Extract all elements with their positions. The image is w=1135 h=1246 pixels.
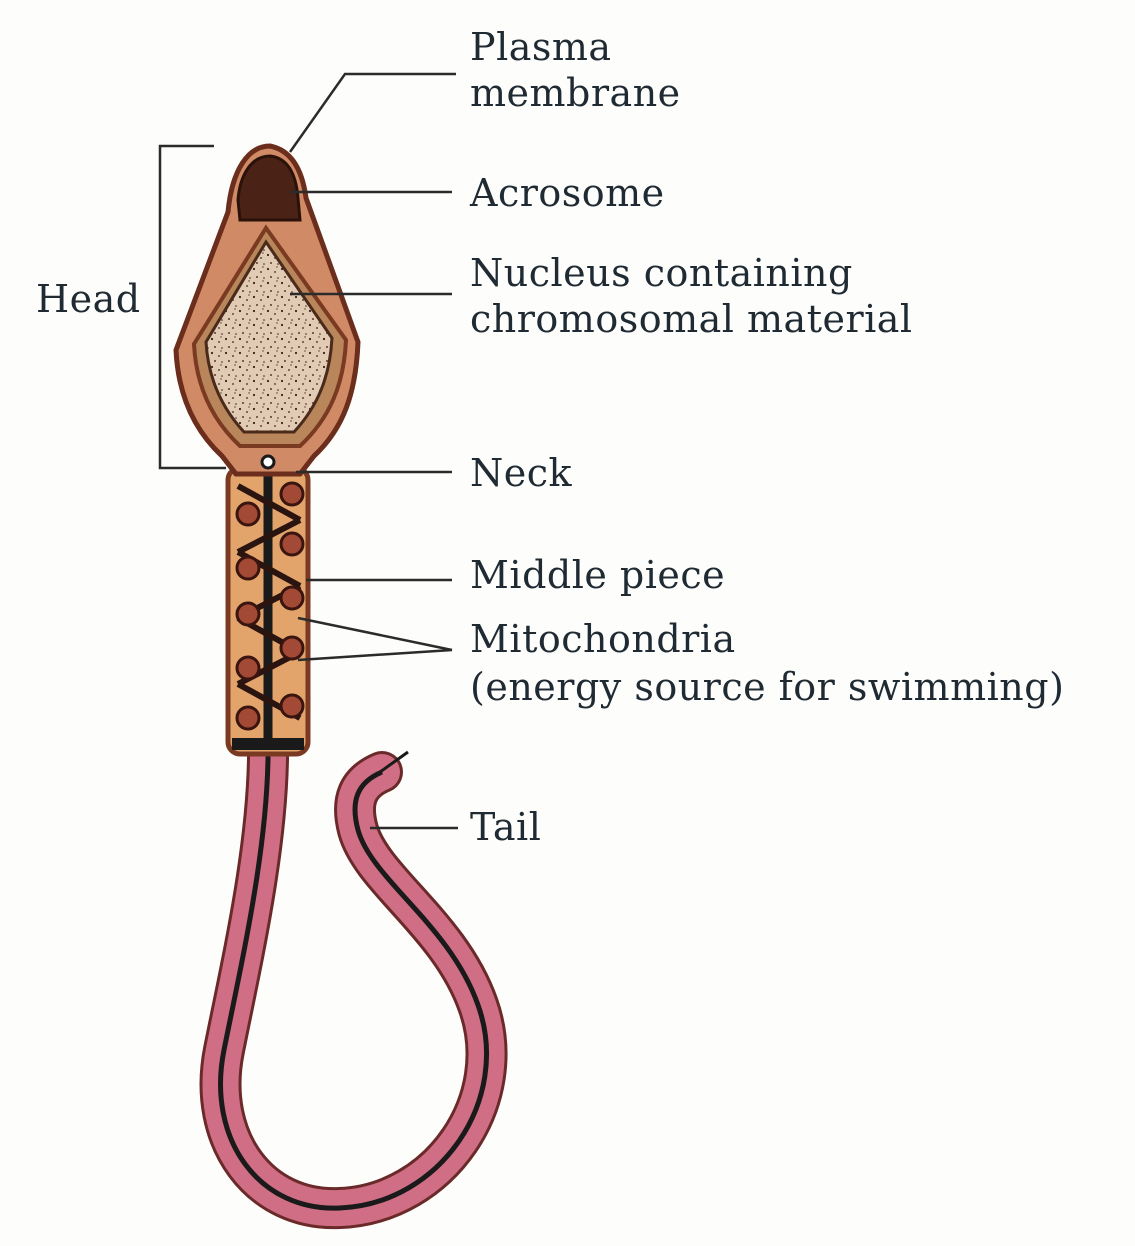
tail [221,738,487,1208]
label-mitochondria-line2: (energy source for swimming) [470,664,1064,710]
leader-plasma-membrane [290,74,456,152]
label-plasma-line2: membrane [470,70,681,116]
mitochondrion [237,707,259,729]
leader-mitochondria-2 [298,650,452,660]
middle-piece [228,468,308,754]
label-acrosome: Acrosome [470,170,665,216]
mitochondrion [237,557,259,579]
label-nucleus-line1: Nucleus containing [470,250,853,296]
label-head: Head [36,276,141,322]
mitochondrion [281,695,303,717]
label-neck: Neck [470,450,572,496]
label-middle-piece: Middle piece [470,552,725,598]
mitochondrion [281,637,303,659]
label-mitochondria-line1: Mitochondria [470,616,736,662]
label-tail: Tail [470,804,541,850]
mitochondrion [281,533,303,555]
centriole [262,456,274,468]
leader-mitochondria-1 [298,618,452,650]
end-ring [232,738,304,750]
mitochondrion [237,657,259,679]
label-plasma-line1: Plasma [470,24,612,70]
mitochondrion [237,503,259,525]
mitochondrion [237,603,259,625]
mitochondrion [281,587,303,609]
label-nucleus-line2: chromosomal material [470,296,913,342]
mitochondrion [281,483,303,505]
head [176,146,358,474]
